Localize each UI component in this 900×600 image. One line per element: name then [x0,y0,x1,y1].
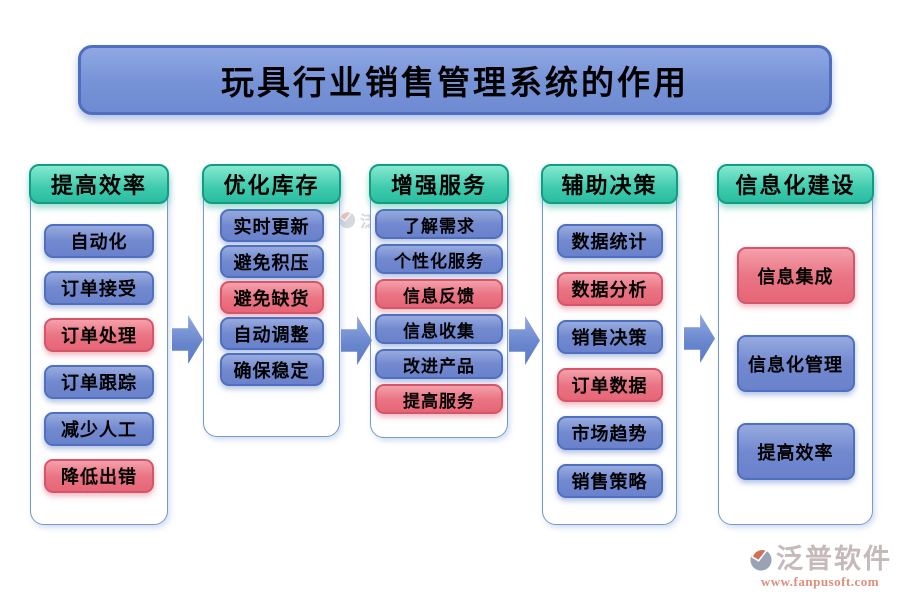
arrow-right-icon [341,316,372,365]
flow-item: 避免缺货 [219,281,324,314]
fanpu-logo-icon [338,211,356,229]
column-optimize-inventory: 实时更新避免积压避免缺货自动调整确保稳定 优化库存 [202,164,341,437]
flow-item: 信息集成 [736,247,855,304]
page-title: 玩具行业销售管理系统的作用 [78,45,832,115]
column-header-informatization: 信息化建设 [717,164,874,204]
flow-item: 改进产品 [375,349,503,379]
flow-item: 订单数据 [556,368,663,402]
column-header-optimize-inventory: 优化库存 [202,164,341,204]
flow-item: 信息反馈 [375,279,503,309]
flow-item: 提高服务 [375,384,503,414]
flow-item: 避免积压 [219,245,324,278]
flow-item: 降低出错 [44,459,154,493]
column-header-decision-support: 辅助决策 [541,164,678,204]
column-decision-support: 数据统计数据分析销售决策订单数据市场趋势销售策略 辅助决策 [541,164,678,525]
arrow-right-icon [172,315,203,364]
flow-item: 了解需求 [375,209,503,239]
column-informatization: 信息集成信息化管理提高效率 信息化建设 [717,164,874,525]
flow-item: 信息化管理 [736,335,855,392]
arrow-right-icon [684,314,715,363]
item-list: 自动化订单接受订单处理订单跟踪减少人工降低出错 [31,168,167,524]
flow-item: 销售策略 [556,464,663,498]
column-header-enhance-service: 增强服务 [369,164,509,204]
brand-url: www.fanpusoft.com [760,574,880,589]
flow-item: 信息收集 [375,314,503,344]
item-list: 实时更新避免积压避免缺货自动调整确保稳定 [204,168,339,436]
arrow-right-icon [509,316,540,365]
flow-item: 市场趋势 [556,416,663,450]
item-list: 了解需求个性化服务信息反馈信息收集改进产品提高服务 [371,168,507,437]
flow-item: 订单跟踪 [44,365,154,399]
flow-item: 确保稳定 [219,353,324,386]
flow-item: 提高效率 [736,423,855,480]
flow-item: 订单处理 [44,318,154,352]
flow-item: 数据分析 [556,272,663,306]
column-enhance-service: 了解需求个性化服务信息反馈信息收集改进产品提高服务 增强服务 [369,164,509,438]
flow-item: 实时更新 [219,209,324,242]
fanpu-logo-icon [750,548,772,571]
flow-item: 自动调整 [219,317,324,350]
flow-item: 订单接受 [44,271,154,305]
flow-item: 减少人工 [44,412,154,446]
flow-item: 数据统计 [556,224,663,258]
column-improve-efficiency: 自动化订单接受订单处理订单跟踪减少人工降低出错 提高效率 [29,164,169,525]
item-list: 信息集成信息化管理提高效率 [719,168,872,524]
brand-name: 泛普软件 [776,544,892,574]
item-list: 数据统计数据分析销售决策订单数据市场趋势销售策略 [543,168,676,524]
flow-item: 自动化 [44,224,154,258]
flow-item: 销售决策 [556,320,663,354]
column-header-improve-efficiency: 提高效率 [29,164,169,204]
brand-footer: 泛普软件 www.fanpusoft.com [748,546,892,590]
flow-item: 个性化服务 [375,244,503,274]
